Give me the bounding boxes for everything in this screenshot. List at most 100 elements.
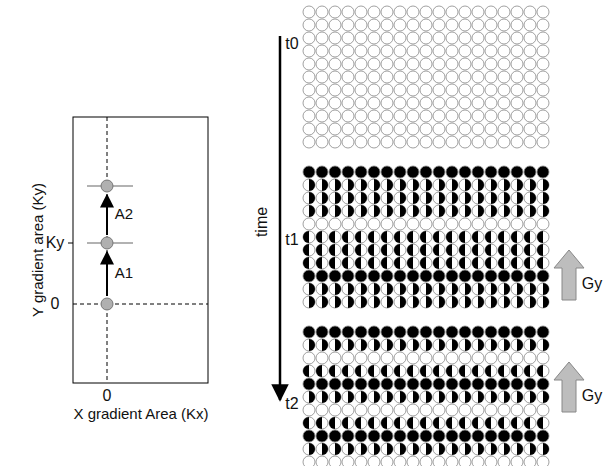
spin xyxy=(511,404,523,416)
spin-phase xyxy=(335,339,341,351)
spin xyxy=(524,45,536,57)
spin-phase xyxy=(485,417,491,429)
spin xyxy=(420,365,432,377)
spin-phase xyxy=(439,443,445,455)
spin-phase xyxy=(511,231,517,243)
spin xyxy=(420,136,432,148)
spin-phase xyxy=(407,231,413,243)
spin xyxy=(511,365,523,377)
spin xyxy=(498,352,510,364)
spin-phase xyxy=(426,296,432,308)
spin xyxy=(381,110,393,122)
spin xyxy=(524,123,536,135)
spin-phase xyxy=(426,391,432,403)
spin-phase xyxy=(530,391,536,403)
spin-phase xyxy=(368,257,374,269)
spin xyxy=(316,270,328,282)
spin xyxy=(355,32,367,44)
spin xyxy=(303,270,315,282)
spin-phase xyxy=(407,417,413,429)
spin-phase xyxy=(361,179,367,191)
spin xyxy=(498,58,510,70)
spin xyxy=(329,443,341,455)
spin xyxy=(446,378,458,390)
spin xyxy=(472,296,484,308)
spin-phase xyxy=(322,192,328,204)
spin xyxy=(303,123,315,135)
spin-phase xyxy=(322,391,328,403)
spin xyxy=(433,45,445,57)
spin-phase xyxy=(355,257,361,269)
spin xyxy=(485,45,497,57)
spin-phase xyxy=(459,231,465,243)
spin xyxy=(459,136,471,148)
spin-phase xyxy=(524,257,530,269)
spin xyxy=(316,296,328,308)
spin xyxy=(446,339,458,351)
spin-phase xyxy=(517,283,523,295)
spin-phase xyxy=(387,283,393,295)
spin xyxy=(355,231,367,243)
spin-phase xyxy=(316,257,322,269)
spin xyxy=(498,123,510,135)
spin xyxy=(316,257,328,269)
spin-phase xyxy=(316,244,322,256)
spin xyxy=(303,365,315,377)
spin xyxy=(524,192,536,204)
spin xyxy=(459,110,471,122)
spin xyxy=(537,456,549,466)
spin xyxy=(433,84,445,96)
spin-phase xyxy=(348,179,354,191)
spin xyxy=(472,378,484,390)
spin-phase xyxy=(491,179,497,191)
spin-phase xyxy=(452,339,458,351)
spin xyxy=(537,136,549,148)
spin-phase xyxy=(374,339,380,351)
spin xyxy=(511,166,523,178)
spin-phase xyxy=(530,205,536,217)
spin-phase xyxy=(530,443,536,455)
spin-phase xyxy=(530,296,536,308)
spin xyxy=(537,430,549,442)
spin-phase xyxy=(543,283,549,295)
spin xyxy=(394,326,406,338)
spin xyxy=(433,391,445,403)
spin-phase xyxy=(452,192,458,204)
spin xyxy=(459,283,471,295)
spin xyxy=(459,45,471,57)
spin xyxy=(498,417,510,429)
spin xyxy=(485,71,497,83)
spin xyxy=(485,391,497,403)
spin-phase xyxy=(543,192,549,204)
spin xyxy=(303,58,315,70)
spin xyxy=(316,404,328,416)
spin-phase xyxy=(426,443,432,455)
spin xyxy=(303,45,315,57)
spin-phase xyxy=(433,365,439,377)
spin xyxy=(303,136,315,148)
spin xyxy=(446,32,458,44)
spin xyxy=(329,244,341,256)
spin xyxy=(303,456,315,466)
spin xyxy=(446,365,458,377)
spin xyxy=(537,71,549,83)
spin xyxy=(420,205,432,217)
spin-phase xyxy=(478,205,484,217)
spin xyxy=(459,417,471,429)
spin-phase xyxy=(511,257,517,269)
spin-phase xyxy=(309,339,315,351)
spin-phase xyxy=(491,391,497,403)
spin xyxy=(381,326,393,338)
spin-phase xyxy=(329,257,335,269)
spin-phase xyxy=(465,192,471,204)
spin xyxy=(368,443,380,455)
spin xyxy=(472,6,484,18)
spin xyxy=(303,296,315,308)
spin xyxy=(472,192,484,204)
spin-phase xyxy=(303,365,309,377)
spin xyxy=(498,244,510,256)
spin xyxy=(368,166,380,178)
spin xyxy=(407,244,419,256)
spin xyxy=(446,179,458,191)
spin xyxy=(472,110,484,122)
